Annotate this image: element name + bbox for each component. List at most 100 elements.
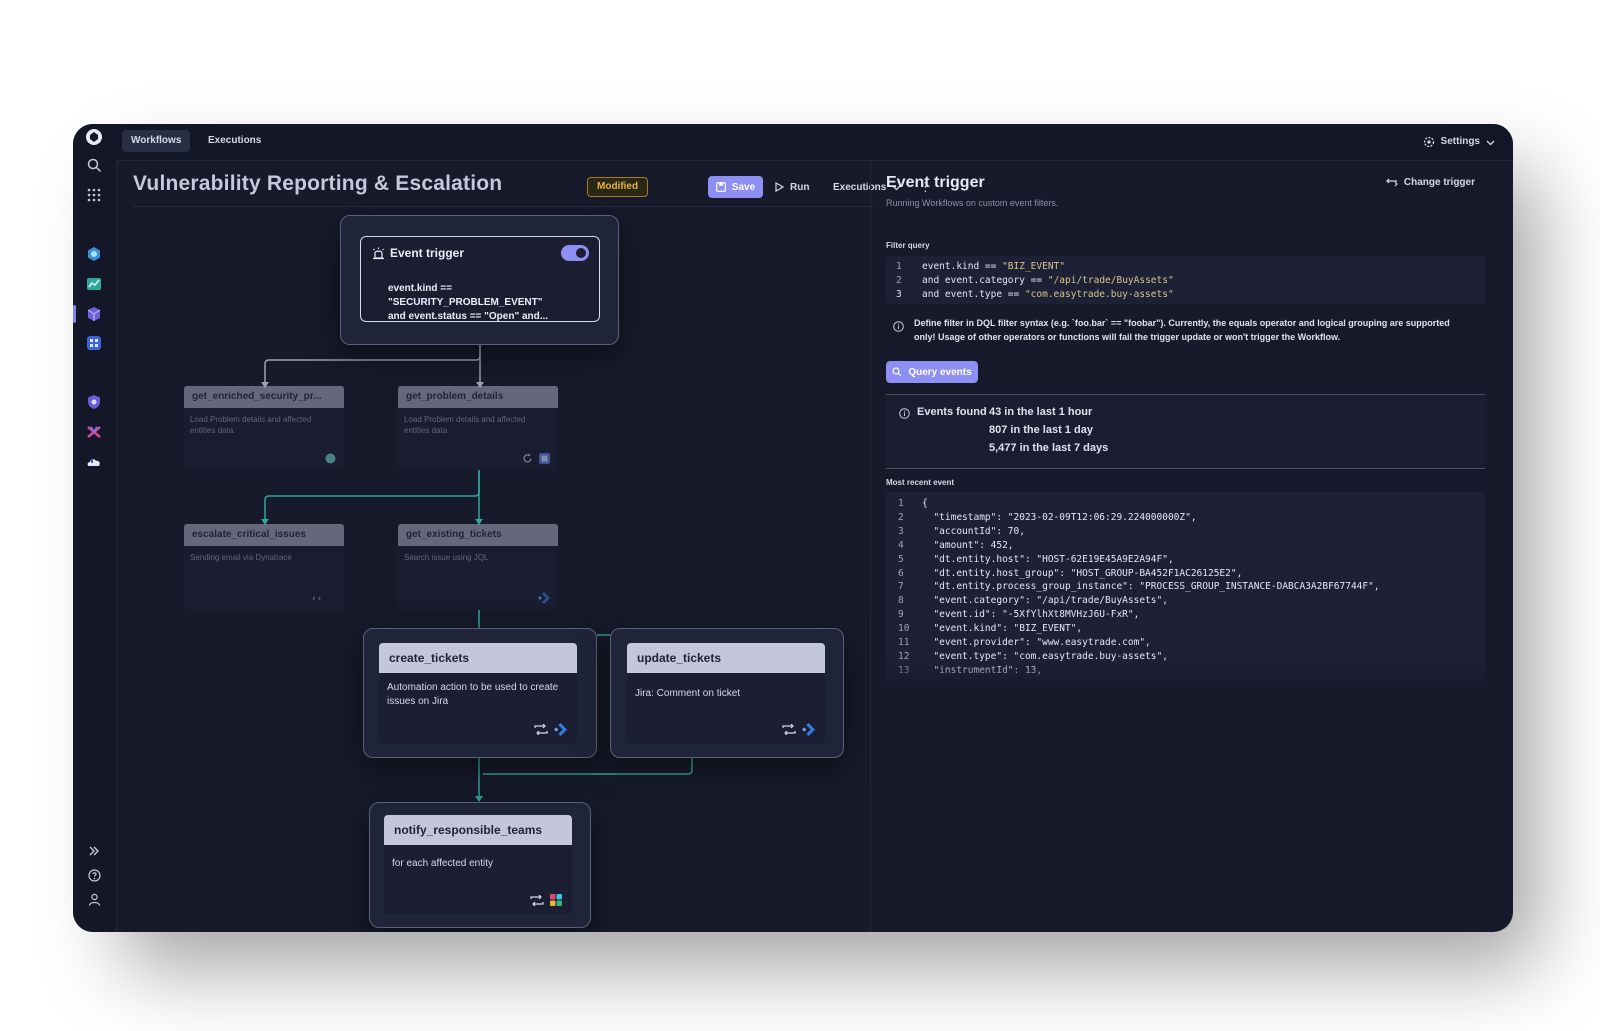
change-trigger-button[interactable]: Change trigger: [1386, 177, 1475, 188]
info-icon: [899, 408, 910, 419]
save-icon: [715, 182, 726, 192]
panel-title: Event trigger: [886, 174, 985, 191]
task-description: Jira: Comment on ticket: [635, 688, 741, 699]
trigger-config-panel: Event trigger Running Workflows on custo…: [870, 160, 1513, 932]
code-icon: ‹›: [311, 594, 322, 604]
chevron-down-icon: [892, 185, 901, 190]
task-description: Sending email via Dynatrace: [190, 553, 292, 562]
recent-event-json: 1{2 "timestamp": "2023-02-09T12:06:29.22…: [886, 492, 1485, 688]
app-shield-icon[interactable]: [84, 392, 104, 412]
code-string: "BIZ_EVENT": [1002, 261, 1065, 272]
line-number: 1: [898, 498, 904, 509]
search-icon: [892, 367, 902, 377]
arrow-head: [475, 519, 483, 525]
alarm-icon: [373, 247, 384, 260]
jira-icon: [554, 723, 567, 736]
trigger-toggle[interactable]: [561, 245, 589, 261]
code-string: "/api/trade/BuyAssets": [1047, 275, 1174, 286]
code-text: event.kind ==: [922, 261, 1003, 272]
app-window: Workflows Executions Settings Vulnerabil…: [73, 124, 1513, 932]
code-line: and event.type == "com.easytrade.buy-ass…: [922, 289, 1174, 300]
line-number: 11: [898, 637, 910, 648]
code-line: and event.category == "/api/trade/BuyAss…: [922, 275, 1174, 286]
settings-button[interactable]: Settings: [1423, 131, 1495, 153]
most-recent-label: Most recent event: [886, 478, 955, 487]
task-node-get-existing-tickets[interactable]: get_existing_tickets Search issue using …: [398, 524, 558, 610]
arrow-head: [261, 519, 269, 525]
app-dashboard-icon[interactable]: [84, 333, 104, 353]
code-line: "dt.entity.host_group": "HOST_GROUP-BA45…: [922, 567, 1243, 579]
line-number: 2: [898, 511, 904, 523]
task-node-update-tickets[interactable]: update_tickets Jira: Comment on ticket: [627, 643, 825, 744]
task-node-get-enriched[interactable]: get_enriched_security_pr... Load Problem…: [184, 386, 344, 470]
task-name: escalate_critical_issues: [184, 524, 344, 546]
change-trigger-label: Change trigger: [1403, 177, 1475, 188]
trigger-title: Event trigger: [390, 246, 465, 260]
code-line: {: [922, 498, 928, 509]
slack-icon: [550, 894, 562, 906]
query-events-button[interactable]: Query events: [886, 361, 978, 383]
task-description: Load Problem details and affected entiti…: [404, 415, 526, 435]
executions-dropdown[interactable]: Executions: [833, 176, 901, 198]
chevron-down-icon: [1486, 140, 1495, 145]
app-ribbon-icon[interactable]: [84, 422, 104, 442]
task-node-notify-teams[interactable]: notify_responsible_teams for each affect…: [384, 815, 572, 914]
refresh-icon: [523, 453, 532, 463]
more-options-icon[interactable]: ⋮: [919, 179, 932, 194]
events-count: 43 in the last 1 hour: [989, 406, 1093, 418]
app-cloud-icon[interactable]: [84, 452, 104, 472]
help-icon[interactable]: [84, 865, 104, 885]
line-number: 5: [898, 553, 904, 565]
filter-query-label: Filter query: [886, 241, 930, 250]
expand-icon[interactable]: [84, 841, 104, 861]
run-button[interactable]: Run: [775, 176, 809, 198]
task-node-get-problem-details[interactable]: get_problem_details Load Problem details…: [398, 386, 558, 470]
events-count: 5,477 in the last 7 days: [989, 442, 1109, 454]
play-icon: [775, 182, 784, 192]
line-number: 6: [898, 567, 904, 579]
events-count: 807 in the last 1 day: [989, 424, 1093, 436]
tab-workflows[interactable]: Workflows: [122, 130, 191, 152]
info-icon: [893, 321, 904, 332]
task-description: for each affected entity: [392, 858, 493, 869]
line-number: 1: [896, 261, 902, 272]
app-chart-icon[interactable]: [84, 274, 104, 294]
trigger-node[interactable]: Event trigger event.kind == "SECURITY_PR…: [360, 236, 600, 322]
save-label: Save: [731, 181, 756, 193]
events-found-box: Events found 43 in the last 1 hour 807 i…: [886, 394, 1485, 469]
loop-icon: [534, 724, 548, 735]
save-button[interactable]: Save: [708, 176, 763, 198]
task-node-create-tickets[interactable]: create_tickets Automation action to be u…: [379, 643, 577, 744]
search-icon[interactable]: [84, 155, 104, 175]
code-line: "dt.entity.process_group_instance": "PRO…: [922, 581, 1380, 593]
filter-query-editor[interactable]: 1 event.kind == "BIZ_EVENT" 2 and event.…: [886, 256, 1485, 304]
code-line: "event.provider": "www.easytrade.com",: [922, 637, 1151, 648]
trigger-query-line: event.kind == "SECURITY_PROBLEM_EVENT": [388, 283, 543, 308]
run-label: Run: [790, 181, 810, 193]
line-number: 2: [896, 275, 902, 286]
app-cube-icon[interactable]: [84, 304, 104, 324]
task-node-escalate[interactable]: escalate_critical_issues Sending email v…: [184, 524, 344, 610]
workflow-connectors: [261, 326, 693, 802]
logo-icon[interactable]: [84, 127, 104, 147]
code-line: "dt.entity.host": "HOST-62E19E45A9E2A94F…: [922, 553, 1174, 565]
loop-icon: [530, 894, 544, 906]
apps-grid-icon[interactable]: [84, 185, 104, 205]
line-number: 4: [898, 539, 904, 551]
arrow-head: [475, 796, 483, 802]
line-number: 3: [896, 289, 902, 300]
user-icon[interactable]: [84, 889, 104, 909]
code-line: "amount": 452,: [922, 539, 1014, 551]
task-name: get_problem_details: [398, 386, 558, 408]
code-text: and event.type ==: [922, 289, 1025, 300]
code-text: and event.category ==: [922, 275, 1048, 286]
task-name: get_existing_tickets: [398, 524, 558, 546]
app-hex-icon[interactable]: [84, 244, 104, 264]
trigger-query: event.kind == "SECURITY_PROBLEM_EVENT" a…: [388, 282, 599, 324]
arrow-head: [261, 382, 269, 388]
line-number: 3: [898, 525, 904, 537]
swap-icon: [1386, 178, 1398, 187]
tab-executions[interactable]: Executions: [208, 135, 262, 146]
left-rail: [73, 124, 117, 932]
code-line: "accountId": 70,: [922, 525, 1025, 537]
